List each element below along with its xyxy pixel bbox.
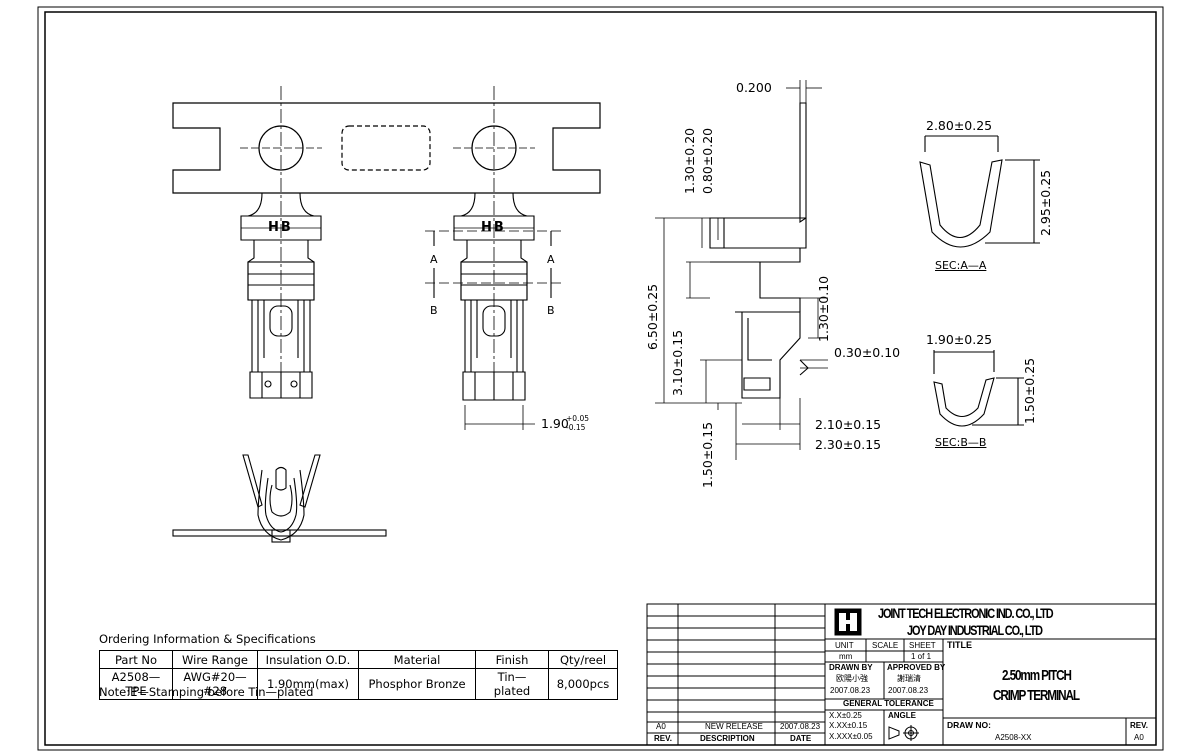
terminal-section-view: [425, 192, 565, 430]
dim-190: 1.90: [541, 416, 569, 431]
section-mark-a-right: A: [547, 253, 555, 266]
rev-value: A0: [1134, 733, 1144, 742]
rev-row-rev: A0: [656, 722, 666, 731]
drawing-no: A2508-XX: [995, 733, 1032, 742]
sec-b-label: SEC:B—B: [935, 436, 987, 449]
dim-150-015: 1.50±0.15: [700, 421, 715, 488]
spec-cell-wire: AWG#20—#28: [172, 668, 258, 700]
side-view-dimension-lines: [655, 80, 828, 460]
drawing-title-1: 2.50mm PITCH: [1002, 667, 1072, 684]
section-mark-b-left: B: [430, 304, 438, 317]
spec-cell-finish: Tin—plated: [475, 668, 549, 700]
unit-value: mm: [839, 652, 853, 661]
dim-030-010: 0.30±0.10: [834, 345, 901, 360]
dim-thickness: 0.200: [736, 80, 772, 95]
unit-label: UNIT: [835, 641, 854, 650]
hb-stamp-right: HB: [481, 220, 506, 235]
section-a-shape: [919, 135, 1040, 248]
approved-date: 2007.08.23: [888, 686, 929, 695]
hb-stamp-left: HB: [268, 220, 293, 235]
sec-a-label: SEC:A—A: [935, 259, 987, 272]
spec-cell-insulation: 1.90mm(max): [257, 668, 359, 700]
spec-header-wire: Wire Range: [172, 650, 258, 669]
dim-190-tol-minus: -0.15: [566, 423, 586, 432]
spec-cell-part: A2508—TPE: [99, 668, 173, 700]
rev-row-date: 2007.08.23: [780, 722, 821, 731]
company-name-2: JOY DAY INDUSTRIAL CO., LTD: [907, 622, 1043, 638]
sheet-value: 1 of 1: [911, 652, 932, 661]
general-tolerance-label: GENERAL TOLERANCE: [843, 699, 934, 708]
terminal-end-view: [172, 454, 387, 543]
dim-210-015: 2.10±0.15: [815, 417, 882, 432]
scale-label: SCALE: [872, 641, 899, 650]
dim-130-010: 1.30±0.10: [816, 275, 831, 342]
spec-table-row: A2508—TPE AWG#20—#28 1.90mm(max) Phospho…: [99, 668, 618, 700]
spec-cell-qty: 8,000pcs: [548, 668, 618, 700]
dim-310-015: 3.10±0.15: [670, 329, 685, 396]
dim-080-020: 0.80±0.20: [700, 127, 715, 194]
tolerance-2: X.XX±0.15: [829, 721, 868, 730]
outer-border: [37, 6, 1164, 751]
spec-table: Part No Wire Range Insulation O.D. Mater…: [99, 650, 618, 700]
carrier-strip: [172, 86, 601, 395]
spec-header-material: Material: [358, 650, 476, 669]
terminal-side-view: [709, 102, 809, 399]
drawn-date: 2007.08.23: [830, 686, 871, 695]
sec-a-width: 2.80±0.25: [926, 118, 993, 133]
spec-header-finish: Finish: [475, 650, 549, 669]
drawn-by-label: DRAWN BY: [829, 663, 873, 672]
inner-border: [44, 11, 1157, 746]
approved-by-name: 謝瑞清: [897, 674, 921, 683]
drawn-by-name: 欧陽小強: [836, 674, 868, 683]
title-label: TITLE: [947, 640, 972, 650]
section-mark-a-left: A: [430, 253, 438, 266]
drawing-title-2: CRIMP TERMINAL: [993, 687, 1080, 704]
rev-row-description: NEW RELEASE: [705, 722, 763, 731]
tolerance-1: X.X±0.25: [829, 711, 862, 720]
dim-130-020: 1.30±0.20: [682, 127, 697, 194]
angle-label: ANGLE: [888, 711, 916, 720]
section-b-shape: [933, 350, 1024, 427]
terminal-front-view: [240, 192, 322, 399]
projection-symbol: [888, 725, 919, 741]
sec-b-width: 1.90±0.25: [926, 332, 993, 347]
ordering-note: Note:E—Stamping before Tin—plated: [99, 685, 314, 699]
tolerance-3: X.XXX±0.05: [829, 732, 873, 741]
company-logo: [839, 613, 857, 631]
dim-650-025: 6.50±0.25: [645, 283, 660, 350]
rev-col-rev: REV.: [654, 734, 672, 743]
title-block-grid: [646, 603, 1157, 746]
spec-header-insulation: Insulation O.D.: [257, 650, 359, 669]
sec-a-height: 2.95±0.25: [1038, 169, 1053, 236]
spec-table-header: Part No Wire Range Insulation O.D. Mater…: [99, 650, 618, 669]
spec-header-part: Part No: [99, 650, 173, 669]
dim-190-tol-plus: +0.05: [566, 414, 589, 423]
spec-cell-material: Phosphor Bronze: [358, 668, 476, 700]
approved-by-label: APPROVED BY: [887, 663, 946, 672]
sheet-label: SHEET: [909, 641, 936, 650]
ordering-title: Ordering Information & Specifications: [99, 632, 316, 646]
drawing-no-label: DRAW NO:: [947, 720, 991, 730]
sec-b-height: 1.50±0.25: [1022, 357, 1037, 424]
rev-col-date: DATE: [790, 734, 812, 743]
rev-col-description: DESCRIPTION: [700, 734, 755, 743]
company-name-1: JOINT TECH ELECTRONIC IND. CO., LTD: [878, 605, 1054, 621]
spec-header-qty: Qty/reel: [548, 650, 618, 669]
dim-230-015: 2.30±0.15: [815, 437, 882, 452]
section-mark-b-right: B: [547, 304, 555, 317]
rev-label: REV.: [1130, 721, 1148, 730]
